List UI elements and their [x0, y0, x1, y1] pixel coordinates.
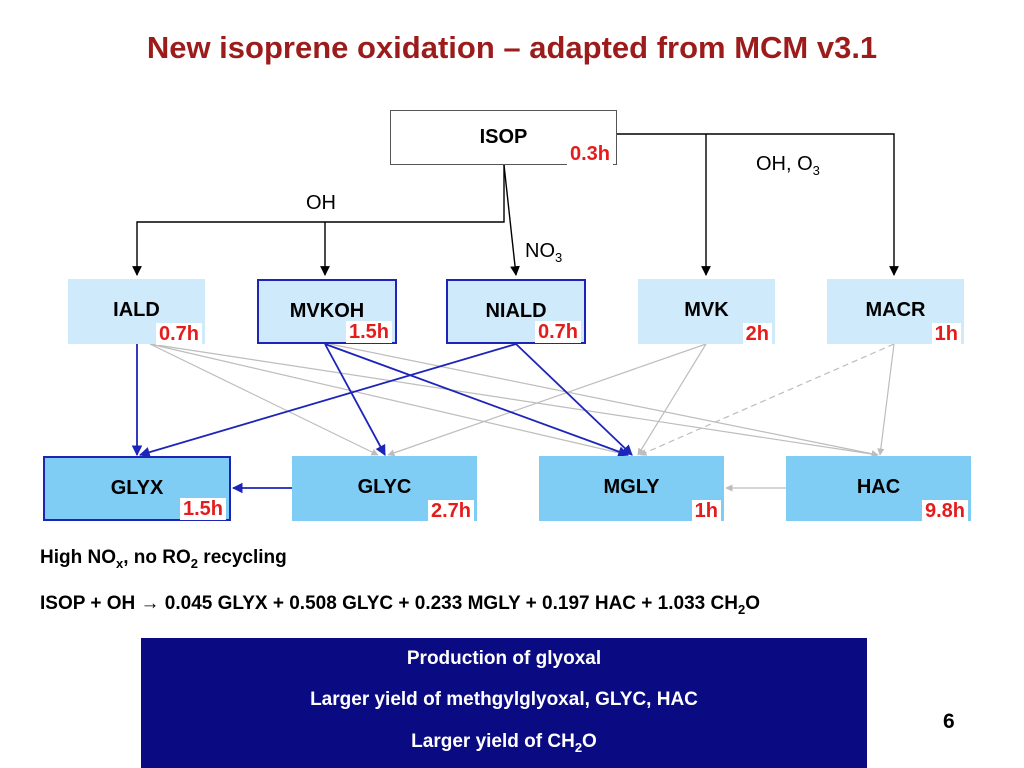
arrow-mvk-mgly	[637, 343, 707, 456]
node-iald-name: IALD	[113, 299, 160, 321]
node-hac-name: HAC	[856, 476, 901, 498]
node-macr-name: MACR	[865, 299, 926, 321]
label-oh: OH	[306, 192, 336, 214]
node-hac: HAC 9.8h	[786, 456, 971, 522]
page-number: 6	[943, 710, 955, 733]
gray-product-arrows	[149, 343, 895, 492]
equation-tail: O	[745, 593, 760, 614]
node-mgly: MGLY 1h	[539, 456, 724, 522]
node-macr: MACR 1h	[827, 279, 964, 345]
node-mgly-name: MGLY	[603, 476, 660, 498]
oh-branch-arrows	[132, 164, 520, 276]
blue-product-arrows	[131, 343, 633, 494]
node-mvk-name: MVK	[684, 299, 729, 321]
arrow-isop-mvk	[617, 133, 899, 276]
arrow-niald-glyx	[138, 343, 517, 458]
arrow-mvkoh-hac	[329, 343, 879, 458]
node-glyx-lifetime: 1.5h	[179, 498, 226, 520]
node-isop-lifetime: 0.3h	[566, 143, 613, 165]
arrow-mvkoh-mgly	[324, 343, 630, 457]
arrow-niald-mgly	[515, 343, 633, 456]
label-no3-base: NO	[525, 240, 555, 262]
arrow-iald-mgly	[149, 343, 629, 458]
arrow-macr-hac	[877, 343, 895, 456]
conditions-s2: 2	[190, 555, 199, 571]
label-oh-o3-base: OH, O	[756, 153, 813, 175]
node-iald-lifetime: 0.7h	[155, 323, 202, 345]
node-glyc-name: GLYC	[357, 476, 412, 498]
equation-rhs: 0.045 GLYX + 0.508 GLYC + 0.233 MGLY + 0…	[159, 593, 738, 614]
node-mvk: MVK 2h	[638, 279, 775, 345]
node-glyc: GLYC 2.7h	[292, 456, 477, 522]
equation-lhs: ISOP + OH	[40, 593, 136, 614]
panel-line-2: Larger yield of methgylglyoxal, GLYC, HA…	[310, 689, 698, 710]
node-mvkoh-name: MVKOH	[289, 300, 365, 322]
conditions-s1: x	[116, 555, 124, 571]
equation-sub: 2	[737, 601, 746, 617]
arrow-mvk-glyc	[387, 343, 707, 457]
conditions-p1: High NO	[40, 547, 116, 568]
reaction-equation: ISOP + OH → 0.045 GLYX + 0.508 GLYC + 0.…	[40, 593, 760, 617]
label-oh-o3: OH, O3	[756, 153, 820, 178]
node-niald-lifetime: 0.7h	[534, 321, 581, 343]
arrow-iald-hac	[149, 343, 879, 458]
label-no3: NO3	[525, 240, 562, 265]
node-iald: IALD 0.7h	[68, 279, 205, 345]
node-glyx: GLYX 1.5h	[43, 456, 231, 521]
node-glyc-lifetime: 2.7h	[427, 500, 474, 522]
summary-panel: Production of glyoxal Larger yield of me…	[141, 638, 867, 768]
panel-line-3: Larger yield of CH2O	[141, 731, 867, 755]
panel-line-3-tail: O	[582, 731, 597, 752]
label-no3-sub: 3	[555, 250, 563, 265]
arrow-iald-glyc	[149, 343, 379, 456]
node-mvk-lifetime: 2h	[742, 323, 772, 345]
slide-title: New isoprene oxidation – adapted from MC…	[146, 30, 878, 65]
node-mvkoh-lifetime: 1.5h	[345, 321, 392, 343]
node-mvkoh: MVKOH 1.5h	[257, 279, 397, 344]
panel-line-3-sub: 2	[574, 739, 583, 755]
conditions-p2: , no RO	[123, 547, 191, 568]
node-mgly-lifetime: 1h	[691, 500, 721, 522]
node-glyx-name: GLYX	[110, 477, 164, 499]
equation-arrow: →	[140, 593, 160, 614]
node-niald-name: NIALD	[485, 300, 547, 322]
arrow-isop-niald	[503, 164, 520, 276]
node-hac-lifetime: 9.8h	[921, 500, 968, 522]
node-isop-name: ISOP	[479, 126, 528, 148]
conditions-p3: recycling	[198, 547, 287, 568]
arrow-mvkoh-glyc	[324, 343, 386, 456]
node-isop: ISOP 0.3h	[390, 110, 617, 165]
node-macr-lifetime: 1h	[931, 323, 961, 345]
oh-o3-branch-arrows	[617, 133, 899, 276]
panel-line-1: Production of glyoxal	[406, 648, 602, 669]
arrow-macr-mgly	[639, 343, 895, 456]
panel-line-3-base: Larger yield of CH	[411, 731, 575, 752]
label-oh-o3-sub: 3	[812, 163, 820, 178]
node-niald: NIALD 0.7h	[446, 279, 586, 344]
arrow-isop-iald	[132, 165, 505, 276]
conditions-text: High NOx, no RO2 recycling	[40, 547, 287, 571]
